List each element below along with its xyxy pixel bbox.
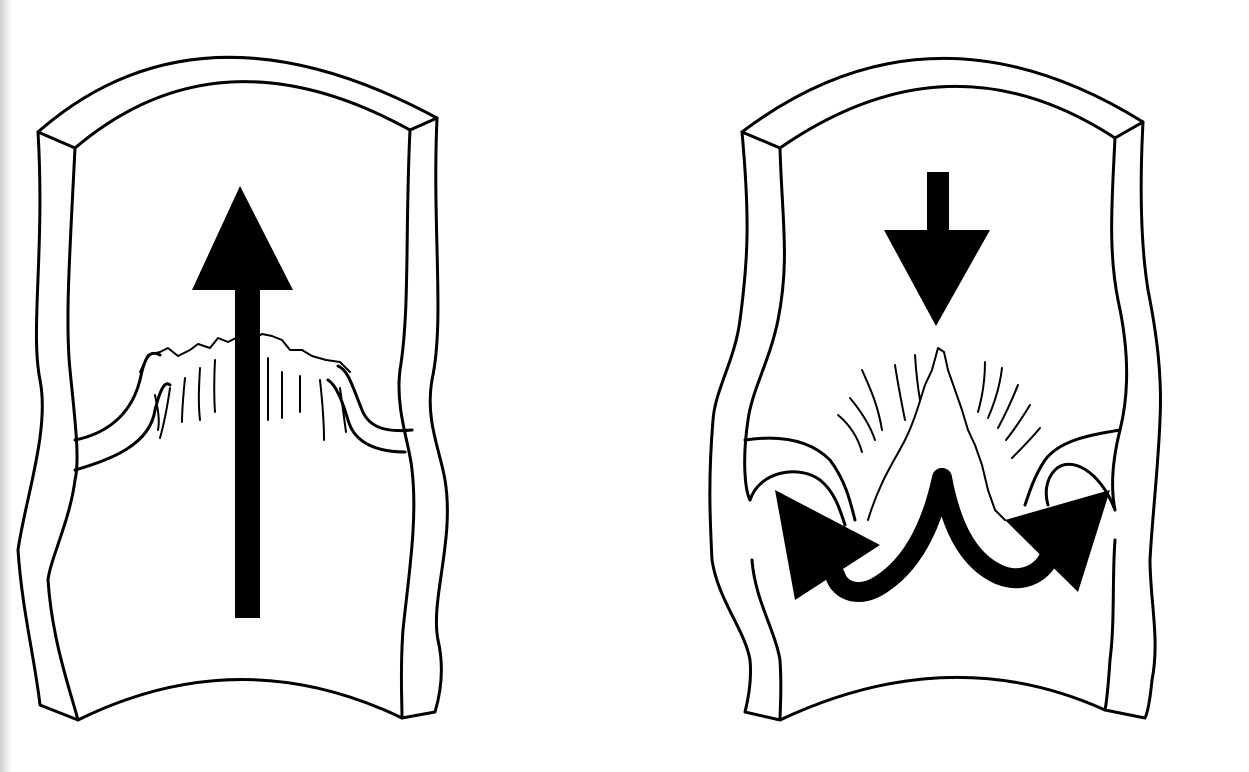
right-deflection-left-arrowhead (775, 490, 880, 600)
left-up-arrow (192, 186, 293, 618)
left-tube-left-fold (73, 351, 162, 442)
right-tube-bottom-rim (778, 675, 1107, 722)
left-tube-panel (16, 55, 449, 722)
left-tube-bottom-rim (76, 678, 404, 722)
left-tube-tear-creases (154, 357, 347, 441)
right-down-arrow (884, 172, 990, 326)
right-tube-right-fold (1023, 428, 1122, 507)
left-tube-left-wall (16, 130, 80, 722)
right-tube-top-rim (740, 57, 1145, 134)
right-tube-right-wall (1103, 120, 1162, 720)
right-tube-left-wall (708, 130, 782, 722)
right-tube-tear-creases (837, 354, 1041, 459)
left-tube-top-rim (36, 55, 439, 134)
right-deflection-right-curve (932, 468, 1060, 589)
right-tube-tear-peak (867, 347, 1006, 521)
left-edge-shadow (0, 0, 12, 772)
right-deflection-arrows (775, 468, 1110, 602)
right-tube-panel (708, 57, 1162, 722)
left-tube-right-wall (400, 116, 449, 720)
right-deflection-left-curve (825, 468, 952, 602)
right-deflection-right-arrowhead (1005, 490, 1110, 592)
right-tube-left-fold (743, 436, 857, 522)
left-tube-right-fold (336, 364, 414, 433)
